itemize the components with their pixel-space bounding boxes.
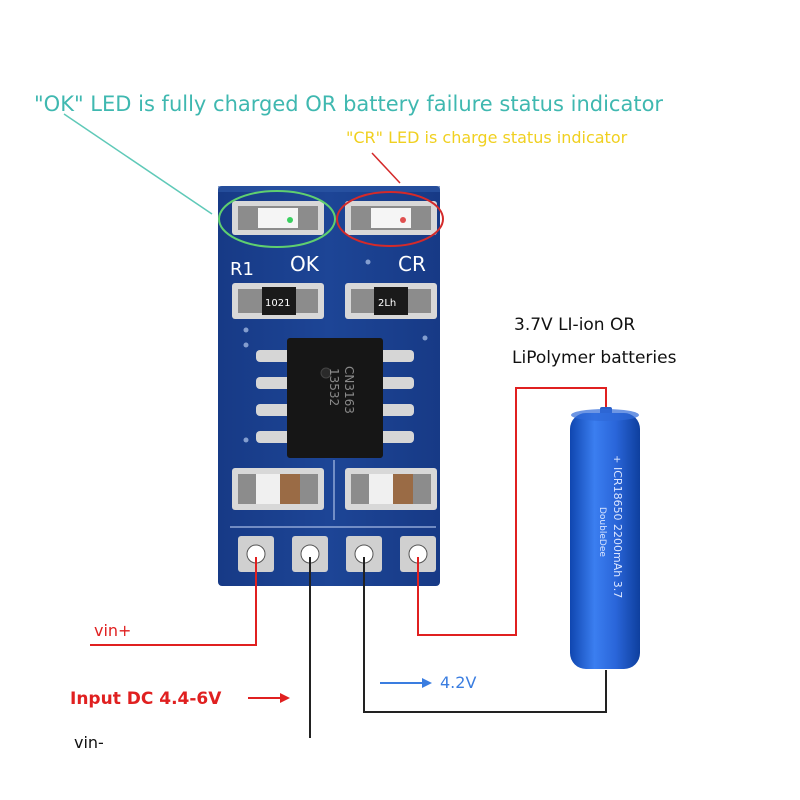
battery-label-line1: 3.7V LI-ion OR bbox=[514, 315, 635, 335]
solder-pads bbox=[238, 536, 436, 572]
cr-pointer-line bbox=[371, 152, 401, 184]
battery: + ICR18650 2200mAh 3.7 DoubleDee bbox=[570, 407, 640, 669]
cr-highlight-circle bbox=[336, 191, 444, 247]
input-arrow bbox=[248, 693, 290, 703]
ok-highlight-circle bbox=[218, 190, 336, 248]
vin-minus-label: vin- bbox=[74, 733, 104, 752]
wire-battery-plus bbox=[417, 387, 607, 636]
silkscreen-ok: OK bbox=[290, 252, 320, 276]
silkscreen-r1: R1 bbox=[230, 259, 254, 280]
resistor-left: 1021 bbox=[232, 283, 324, 319]
ok-led-annotation: "OK" LED is fully charged OR battery fai… bbox=[34, 92, 663, 116]
chip-marking-2: 13532 bbox=[327, 368, 341, 406]
capacitor-left bbox=[232, 468, 324, 510]
battery-label-line2: LiPolymer batteries bbox=[512, 348, 677, 368]
chip-marking-1: CN3163 bbox=[342, 366, 356, 414]
ic-pins bbox=[256, 350, 414, 443]
resistor-right-code: 2Lh bbox=[378, 298, 396, 309]
cr-led bbox=[345, 201, 437, 235]
wire-vin-plus bbox=[90, 557, 257, 646]
wire-battery-minus bbox=[363, 557, 607, 713]
resistor-left-code: 1021 bbox=[265, 298, 290, 309]
ok-pointer-line bbox=[63, 113, 213, 215]
battery-marking-spec: ICR18650 2200mAh 3.7 bbox=[611, 467, 624, 598]
output-voltage-label: 4.2V bbox=[440, 673, 476, 692]
resistor-right: 2Lh bbox=[345, 283, 437, 319]
output-arrow bbox=[380, 678, 432, 688]
vin-plus-label: vin+ bbox=[94, 621, 131, 640]
battery-marking-brand: DoubleDee bbox=[597, 507, 607, 557]
ic-chip: CN3163 13532 bbox=[287, 338, 383, 458]
input-dc-label: Input DC 4.4-6V bbox=[70, 689, 222, 709]
ok-led bbox=[232, 201, 324, 235]
capacitor-right bbox=[345, 468, 437, 510]
cr-led-annotation: "CR" LED is charge status indicator bbox=[346, 128, 628, 147]
silkscreen-cr: CR bbox=[398, 252, 426, 276]
battery-marking-plus: + bbox=[611, 455, 622, 463]
